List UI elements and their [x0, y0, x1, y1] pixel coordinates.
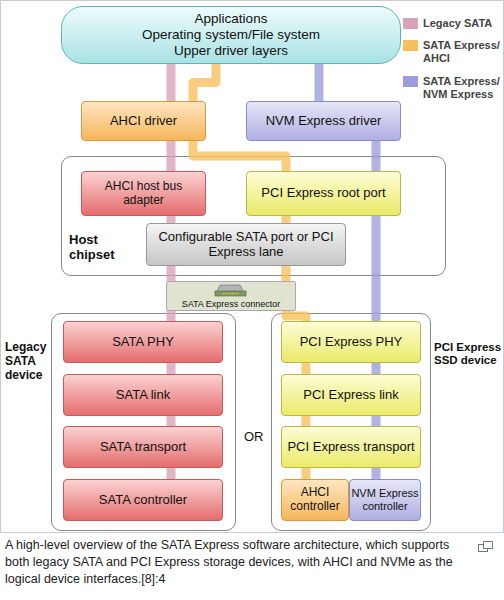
adapter-box: AHCI host bus adapter: [81, 171, 206, 216]
software-stack-banner: ApplicationsOperating system/File system…: [61, 6, 401, 64]
interface-path: [302, 468, 311, 479]
controller-box: NVM Express controller: [349, 479, 421, 521]
interface-path: [282, 266, 291, 281]
interface-path: [282, 216, 291, 223]
chipset-container: Host chipset AHCI host bus adapter PCI Exp…: [61, 156, 446, 276]
box-label: PCI Express PHY: [300, 335, 403, 350]
box-label: SATA controller: [99, 493, 187, 508]
enlarge-icon: [478, 541, 494, 553]
box-label: Applications: [195, 11, 268, 27]
box-label: SATA Express connector: [182, 299, 281, 309]
box-label: AHCI driver: [110, 114, 177, 129]
container-label: Host chipset: [69, 233, 125, 263]
interface-path: [167, 311, 176, 321]
interface-path: [372, 363, 381, 374]
pcb-edge: [215, 291, 246, 296]
device-container: Legacy SATA deviceSATA PHYSATA linkSATA …: [51, 313, 236, 531]
controller-box: SATA controller: [63, 479, 223, 521]
box-label: PCI Express link: [303, 388, 398, 403]
interface-path: [302, 416, 311, 426]
interface-path: [372, 141, 381, 171]
box-label: SATA PHY: [112, 335, 174, 350]
diagram-canvas: ApplicationsOperating system/File system…: [0, 0, 504, 533]
layer-box: SATA PHY: [63, 321, 223, 363]
box-label: Configurable SATA port or PCI Express la…: [148, 230, 344, 260]
legend-row: Legacy SATA: [403, 17, 503, 30]
container-label: Legacy SATA device: [5, 341, 51, 382]
icon-frame: [484, 542, 493, 549]
interface-path: [167, 266, 176, 281]
separator-label: OR: [244, 429, 264, 444]
layer-box: PCI Express link: [281, 374, 421, 416]
legend-text: Legacy SATA: [423, 17, 503, 30]
box-label: AHCI controller: [283, 486, 347, 514]
box-label: NVM Express driver: [266, 114, 382, 129]
legend-swatch: [403, 76, 418, 87]
figure-caption: A high-level overview of the SATA Expres…: [5, 537, 473, 588]
driver-box: AHCI driver: [81, 101, 206, 141]
box-label: PCI Express transport: [287, 440, 414, 455]
box-label: Upper driver layers: [174, 43, 288, 59]
root-port-box: PCI Express root port: [246, 171, 401, 216]
interface-path: [167, 468, 176, 479]
layer-box: PCI Express transport: [281, 426, 421, 468]
interface-path: [286, 311, 306, 321]
container-label: PCI Express SSD device: [434, 341, 504, 367]
box-label: SATA transport: [100, 440, 186, 455]
layer-box: SATA transport: [63, 426, 223, 468]
legend-swatch: [403, 18, 418, 29]
interface-path: [302, 363, 311, 374]
interface-path: [372, 468, 381, 479]
interface-path: [193, 64, 216, 101]
port-box: Configurable SATA port or PCI Express la…: [146, 223, 346, 266]
layer-box: PCI Express PHY: [281, 321, 421, 363]
box-label: SATA link: [116, 388, 170, 403]
device-container: PCI Express SSD devicePCI Express PHYPCI…: [271, 313, 431, 531]
interface-path: [372, 216, 381, 321]
box-label: Operating system/File system: [142, 27, 320, 43]
legend-row: SATA Express/ AHCI: [403, 39, 503, 65]
contact-pins: [222, 293, 239, 295]
legend-swatch: [403, 40, 418, 51]
legend-text: SATA Express/ AHCI: [423, 39, 503, 65]
box-label: AHCI host bus adapter: [83, 180, 204, 208]
interface-path: [372, 416, 381, 426]
plug-body: [217, 285, 243, 291]
driver-box: NVM Express driver: [246, 101, 401, 141]
legend: Legacy SATA SATA Express/ AHCI SATA Expres…: [403, 17, 503, 110]
box-label: NVM Express controller: [351, 487, 419, 512]
legend-row: SATA Express/ NVM Express: [403, 75, 503, 101]
interface-path: [315, 64, 324, 101]
layer-box: SATA link: [63, 374, 223, 416]
controller-box: AHCI controller: [281, 479, 349, 521]
interface-path: [167, 363, 176, 374]
interface-path: [167, 416, 176, 426]
box-label: PCI Express root port: [261, 186, 385, 201]
interface-path: [167, 141, 176, 171]
connector-illustration: [213, 283, 249, 298]
legend-text: SATA Express/ NVM Express: [423, 75, 503, 101]
interface-path: [167, 64, 176, 101]
interface-path: [167, 216, 176, 223]
